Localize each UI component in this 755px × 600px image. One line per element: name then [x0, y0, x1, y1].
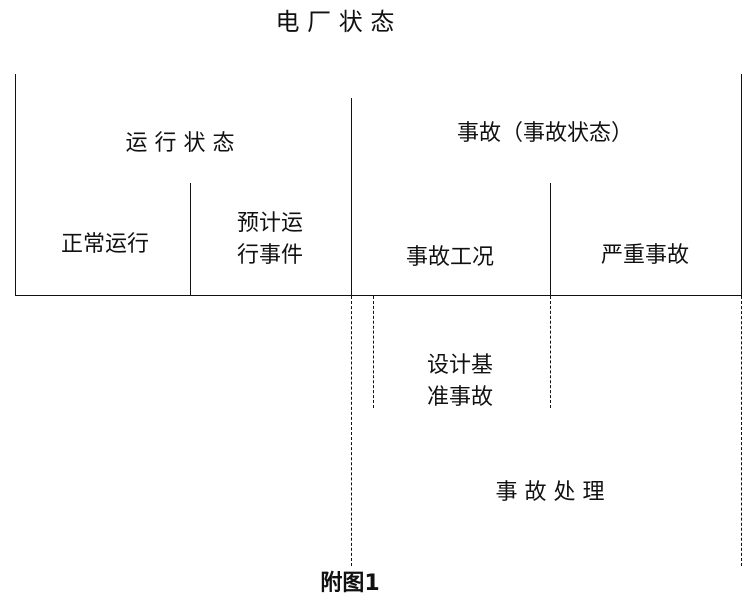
bottom-line — [15, 295, 742, 296]
dashed-line-right — [741, 296, 742, 566]
design-basis-accident-label: 设计基 准事故 — [426, 353, 493, 410]
operation-sub-divider — [190, 183, 191, 296]
dashed-line-inner-left — [373, 296, 374, 408]
main-divider — [351, 98, 352, 296]
right-border — [741, 74, 742, 296]
dashed-line-left — [351, 296, 352, 566]
severe-accident-label: 严重事故 — [600, 243, 689, 268]
accident-management-label: 事 故 处 理 — [495, 480, 605, 505]
anticipated-events-label: 预计运 行事件 — [236, 211, 303, 268]
accident-condition-label: 事故工况 — [405, 245, 494, 270]
dashed-line-inner-right — [550, 296, 551, 408]
normal-operation-label: 正常运行 — [60, 232, 149, 257]
figure-caption: 附图1 — [320, 571, 380, 596]
left-border — [15, 74, 16, 296]
operation-state-label: 运 行 状 态 — [125, 131, 235, 156]
accident-state-label: 事故（事故状态） — [456, 121, 633, 146]
accident-sub-divider — [550, 183, 551, 296]
diagram-title: 电 厂 状 态 — [275, 8, 395, 36]
